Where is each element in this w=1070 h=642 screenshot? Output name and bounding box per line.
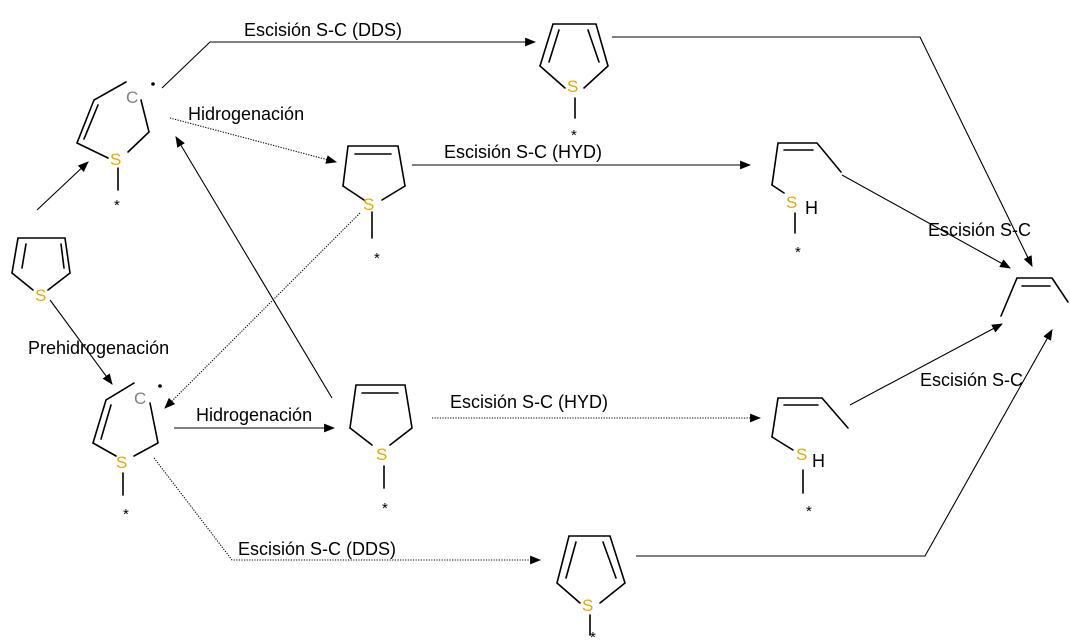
hydrogen-atom: H bbox=[812, 451, 825, 471]
butenethiol-lower: S H * bbox=[771, 397, 849, 520]
label-prehydrogenation: Prehidrogenación bbox=[28, 338, 169, 358]
adsorption-site: * bbox=[114, 197, 120, 214]
reaction-labels: Escisión S-C (DDS) Hidrogenación Escisió… bbox=[28, 20, 1031, 559]
thiophene-adsorbed-top: S * bbox=[539, 23, 609, 144]
thiophene: S bbox=[11, 237, 71, 305]
adsorption-site: * bbox=[374, 250, 380, 267]
radical-intermediate-top: C S * bbox=[76, 81, 155, 214]
arrow-hydrogenation-top bbox=[169, 117, 338, 164]
sulfur-atom: S bbox=[796, 445, 807, 464]
sulfur-atom: S bbox=[363, 195, 374, 214]
arrow-prehydrogenation bbox=[49, 299, 113, 385]
butene-product bbox=[1000, 277, 1069, 317]
label-hydrogenation-top: Hidrogenación bbox=[188, 104, 304, 124]
arrow-butenethiol-upper-to-butene bbox=[841, 174, 1011, 269]
adsorption-site: * bbox=[382, 500, 388, 517]
label-dds-bottom: Escisión S-C (DDS) bbox=[238, 539, 396, 559]
sulfur-atom: S bbox=[110, 150, 121, 169]
adsorption-site: * bbox=[123, 506, 129, 523]
adsorption-site: * bbox=[590, 629, 596, 642]
sulfur-atom: S bbox=[376, 445, 387, 464]
adsorption-site: * bbox=[795, 244, 801, 261]
sulfur-atom: S bbox=[116, 453, 127, 472]
label-dds-top: Escisión S-C (DDS) bbox=[244, 20, 402, 40]
arrow-dds-bottom bbox=[153, 457, 542, 565]
carbon-atom: C bbox=[134, 389, 146, 408]
radical-intermediate-bottom: C S * bbox=[92, 382, 162, 523]
sulfur-atom: S bbox=[582, 596, 593, 615]
arrow-butenethiol-lower-to-butene bbox=[849, 323, 1003, 406]
label-hyd-bottom: Escisión S-C (HYD) bbox=[450, 392, 608, 412]
arrow-dds-top bbox=[161, 37, 537, 89]
label-hydrogenation-bottom: Hidrogenación bbox=[196, 405, 312, 425]
label-sc-right-bottom: Escisión S-C bbox=[920, 370, 1023, 390]
sulfur-atom: S bbox=[567, 77, 578, 96]
radical-dot bbox=[151, 82, 155, 86]
radical-dot bbox=[158, 384, 162, 388]
arrow-dihydro-lower-to-radical-top bbox=[175, 136, 333, 399]
line-dds-top-to-butene bbox=[612, 36, 1033, 267]
dihydrothiophene-upper: S * bbox=[342, 145, 406, 267]
arrow-thiophene-to-radical-top bbox=[36, 161, 89, 211]
sulfur-atom: S bbox=[35, 286, 46, 305]
reaction-arrows bbox=[36, 36, 1053, 565]
adsorption-site: * bbox=[571, 127, 577, 144]
adsorption-site: * bbox=[806, 503, 812, 520]
label-hyd-top: Escisión S-C (HYD) bbox=[444, 142, 602, 162]
line-dds-bottom-to-butene bbox=[636, 329, 1053, 557]
dihydrothiophene-lower: S * bbox=[349, 384, 413, 517]
hydrogen-atom: H bbox=[805, 198, 818, 218]
carbon-atom: C bbox=[126, 88, 138, 107]
thiophene-adsorbed-bottom: S * bbox=[556, 535, 626, 642]
sulfur-atom: S bbox=[786, 193, 797, 212]
label-sc-right-top: Escisión S-C bbox=[928, 220, 1031, 240]
butenethiol-upper: S H * bbox=[771, 142, 842, 261]
arrow-dihydro-upper-to-radical-bottom bbox=[164, 212, 361, 409]
